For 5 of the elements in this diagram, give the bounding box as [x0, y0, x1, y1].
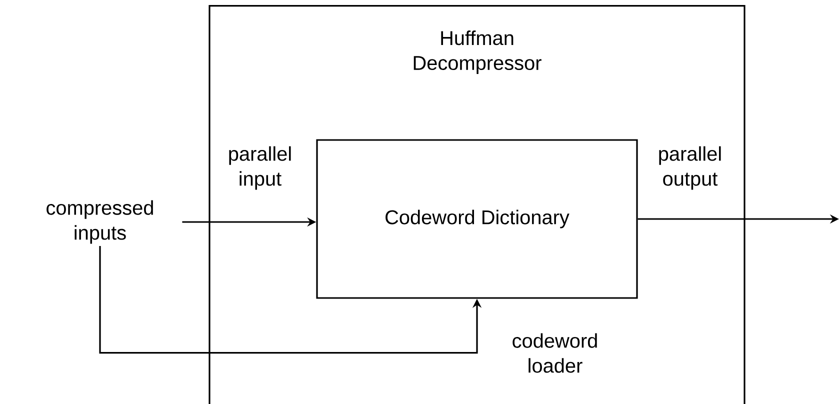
edge-label: parallel output [659, 146, 721, 190]
edge-label: codeword loader [512, 333, 597, 373]
edge-label: parallel input [229, 146, 291, 190]
input-label: compressed inputs [46, 200, 153, 244]
process-box: Codeword Dictionary [316, 139, 638, 299]
